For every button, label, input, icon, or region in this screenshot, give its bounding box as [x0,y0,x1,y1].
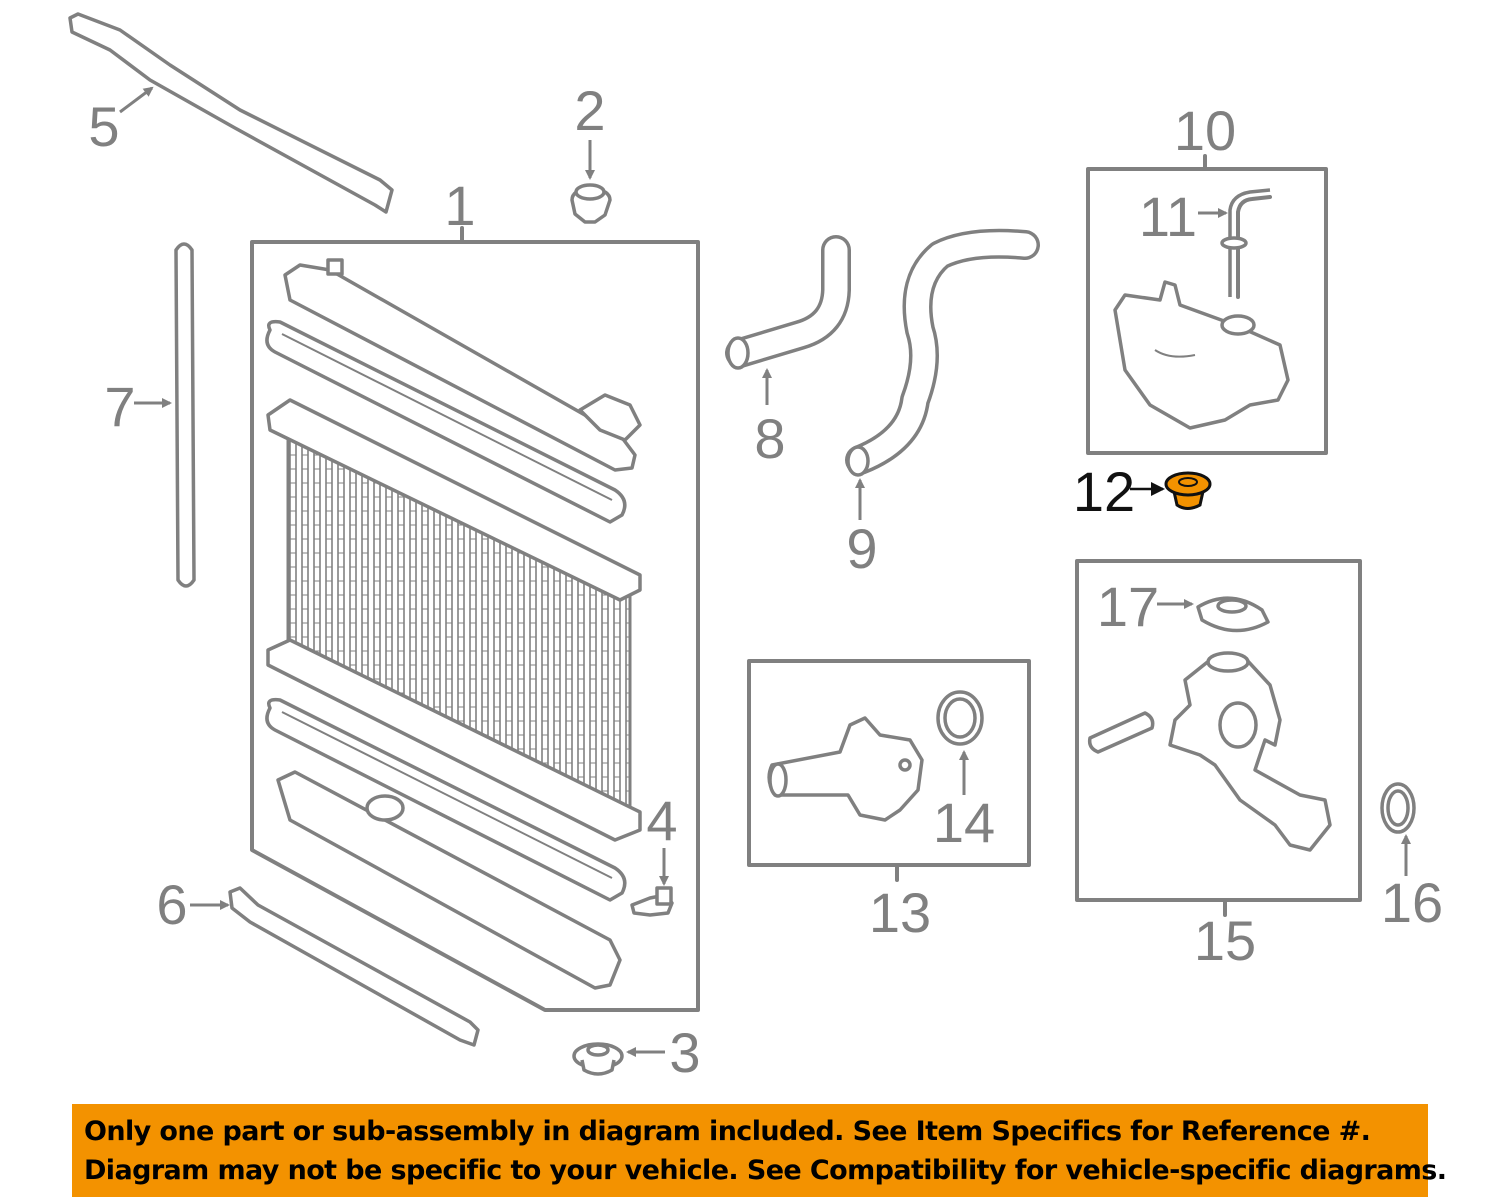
part-14-gasket[interactable] [936,690,984,795]
callout-2: 2 [574,79,605,142]
callout-7: 7 [104,375,135,438]
callout-4: 4 [646,789,677,852]
callout-10: 10 [1174,99,1236,162]
callout-5: 5 [88,95,119,158]
part-1-radiator-assembly[interactable] [250,226,700,1012]
part-16-gasket[interactable] [1380,782,1416,876]
part-5-upper-seal[interactable] [68,12,394,214]
part-7-side-seal[interactable] [134,242,196,588]
callout-12: 12 [1073,460,1135,523]
callout-15: 15 [1194,909,1256,972]
callout-14: 14 [933,791,995,854]
part-9-lower-hose[interactable] [845,228,1040,520]
part-4-drain-plug[interactable] [630,848,674,917]
part-12-highlighted-grommet[interactable] [1130,471,1212,510]
part-15-water-outlet-assembly[interactable] [1075,559,1362,917]
callout-1: 1 [444,174,475,237]
part-8-upper-hose[interactable] [725,235,851,405]
part-10-reservoir-assembly[interactable] [1086,154,1328,455]
part-2-cap[interactable] [570,140,612,224]
callout-17: 17 [1097,575,1159,638]
disclaimer-line-2: Diagram may not be specific to your vehi… [84,1155,1447,1186]
part-17-radiator-cap[interactable] [1157,596,1270,633]
callout-16: 16 [1381,871,1443,934]
callout-11: 11 [1139,185,1197,248]
callout-6: 6 [156,873,187,936]
callout-9: 9 [846,517,877,580]
disclaimer-banner: Only one part or sub-assembly in diagram… [72,1104,1447,1197]
callout-3: 3 [669,1021,700,1084]
part-13-thermostat-assembly[interactable] [747,659,1031,882]
part-11-overflow-tube[interactable] [1198,188,1272,299]
callout-8: 8 [754,407,785,470]
disclaimer-line-1: Only one part or sub-assembly in diagram… [84,1116,1371,1147]
part-3-cushion[interactable] [572,1042,665,1076]
callout-13: 13 [869,881,931,944]
part-6-lower-seal[interactable] [190,886,480,1047]
